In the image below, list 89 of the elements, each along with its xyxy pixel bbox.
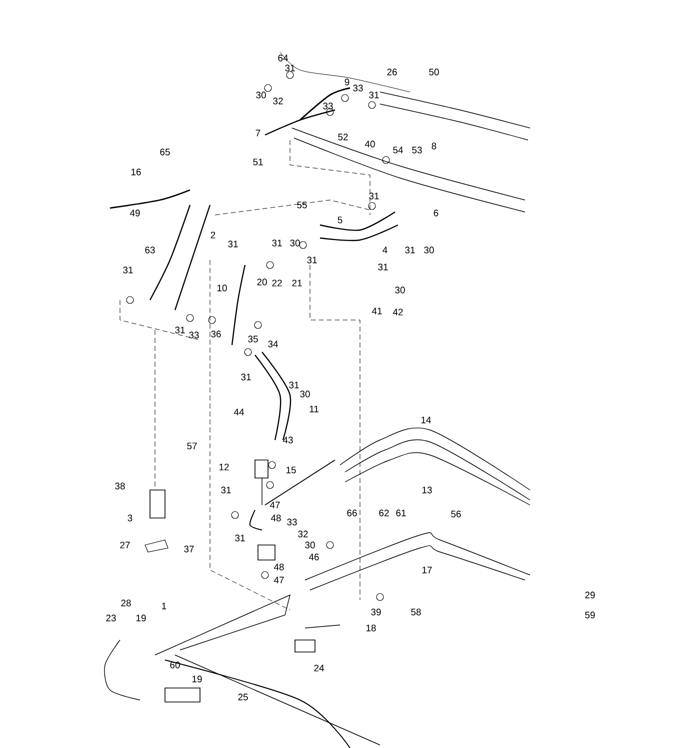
callout-number: 19 <box>192 676 202 682</box>
callout-number: 51 <box>253 158 263 166</box>
callout-number: 29 <box>585 592 595 598</box>
callout-number: 15 <box>286 466 296 474</box>
callout-number: 34 <box>268 340 278 348</box>
callout-number: 31 <box>235 534 245 542</box>
callout-number: 17 <box>422 566 432 574</box>
callout-number: 31 <box>285 64 295 72</box>
callout-number: 61 <box>396 510 406 516</box>
callout-number: 16 <box>131 168 141 176</box>
callout-number: 23 <box>106 614 116 622</box>
callout-number: 31 <box>123 266 133 274</box>
callout-number: 30 <box>395 286 405 294</box>
callout-number: 31 <box>241 374 251 380</box>
callout-number: 26 <box>387 68 397 76</box>
callout-number: 66 <box>347 510 357 516</box>
callout-number: 52 <box>338 134 348 140</box>
callout-number: 10 <box>217 284 227 292</box>
callout-number: 39 <box>371 608 381 616</box>
callout-number: 59 <box>585 612 595 618</box>
callout-number: 30 <box>256 92 266 98</box>
callout-number: 9 <box>344 78 350 86</box>
callout-number: 30 <box>300 390 310 398</box>
callout-number: 49 <box>130 210 140 216</box>
callout-number: 35 <box>248 336 258 342</box>
callout-number: 14 <box>421 416 431 424</box>
callout-number: 3 <box>128 514 132 522</box>
callout-number: 33 <box>189 332 199 338</box>
callout-number: 18 <box>366 624 376 632</box>
callout-number: 31 <box>405 246 415 254</box>
callout-number: 53 <box>412 146 422 154</box>
callout-number: 5 <box>338 216 342 224</box>
callout-number: 32 <box>273 98 283 104</box>
callout-number: 56 <box>451 510 461 518</box>
callout-number: 33 <box>353 84 363 92</box>
callout-number: 31 <box>378 264 388 270</box>
callout-number: 6 <box>434 210 438 216</box>
callout-number: 20 <box>257 278 267 286</box>
callout-number: 28 <box>121 600 131 606</box>
callout-number: 30 <box>305 542 315 548</box>
callout-number: 62 <box>379 510 389 516</box>
callout-number: 31 <box>307 256 317 264</box>
callout-number: 43 <box>282 436 293 444</box>
callout-number: 21 <box>292 280 302 286</box>
callout-number: 41 <box>372 308 382 314</box>
callout-number: 24 <box>314 664 324 672</box>
callout-number: 40 <box>364 140 375 148</box>
callout-number: 11 <box>310 406 318 412</box>
callout-number: 31 <box>289 382 299 388</box>
callout-number: 37 <box>184 546 194 552</box>
callout-number: 55 <box>297 202 307 208</box>
callout-number: 50 <box>429 68 439 76</box>
callout-number: 63 <box>145 246 155 254</box>
callout-number: 7 <box>256 130 260 136</box>
callout-number: 2 <box>210 232 216 238</box>
callout-number: 38 <box>115 482 125 490</box>
callout-number: 31 <box>369 192 379 200</box>
callout-number: 22 <box>272 280 282 286</box>
callout-number: 32 <box>298 530 308 538</box>
callout-number: 12 <box>219 464 229 470</box>
callout-number: 47 <box>274 576 284 584</box>
callout-number: 31 <box>228 240 238 248</box>
callout-number: 4 <box>382 246 388 254</box>
callout-number: 13 <box>422 486 432 494</box>
callout-number: 31 <box>175 326 185 334</box>
callout-number: 25 <box>238 694 248 700</box>
callout-number: 44 <box>234 408 244 416</box>
callout-number: 8 <box>432 142 436 150</box>
callout-number: 31 <box>272 240 282 246</box>
callout-number: 30 <box>424 246 434 254</box>
callout-number: 46 <box>308 554 319 560</box>
callout-number: 19 <box>136 614 146 622</box>
callout-number: 33 <box>287 518 297 526</box>
callout-number: 47 <box>270 502 280 508</box>
callout-number: 57 <box>187 442 197 450</box>
callout-number: 48 <box>274 564 284 570</box>
callout-number: 31 <box>221 486 231 494</box>
callout-number: 64 <box>278 54 288 62</box>
callout-number: 30 <box>290 240 300 246</box>
callout-number: 31 <box>369 92 379 98</box>
callout-number: 54 <box>393 146 403 154</box>
callout-number: 48 <box>270 514 281 522</box>
callout-number: 33 <box>323 102 333 110</box>
callout-number: 1 <box>162 602 166 610</box>
callout-number: 42 <box>392 308 403 316</box>
callout-number: 58 <box>411 608 421 616</box>
callout-number: 27 <box>120 542 130 548</box>
callout-number: 65 <box>160 148 170 156</box>
callout-number: 36 <box>211 330 221 338</box>
